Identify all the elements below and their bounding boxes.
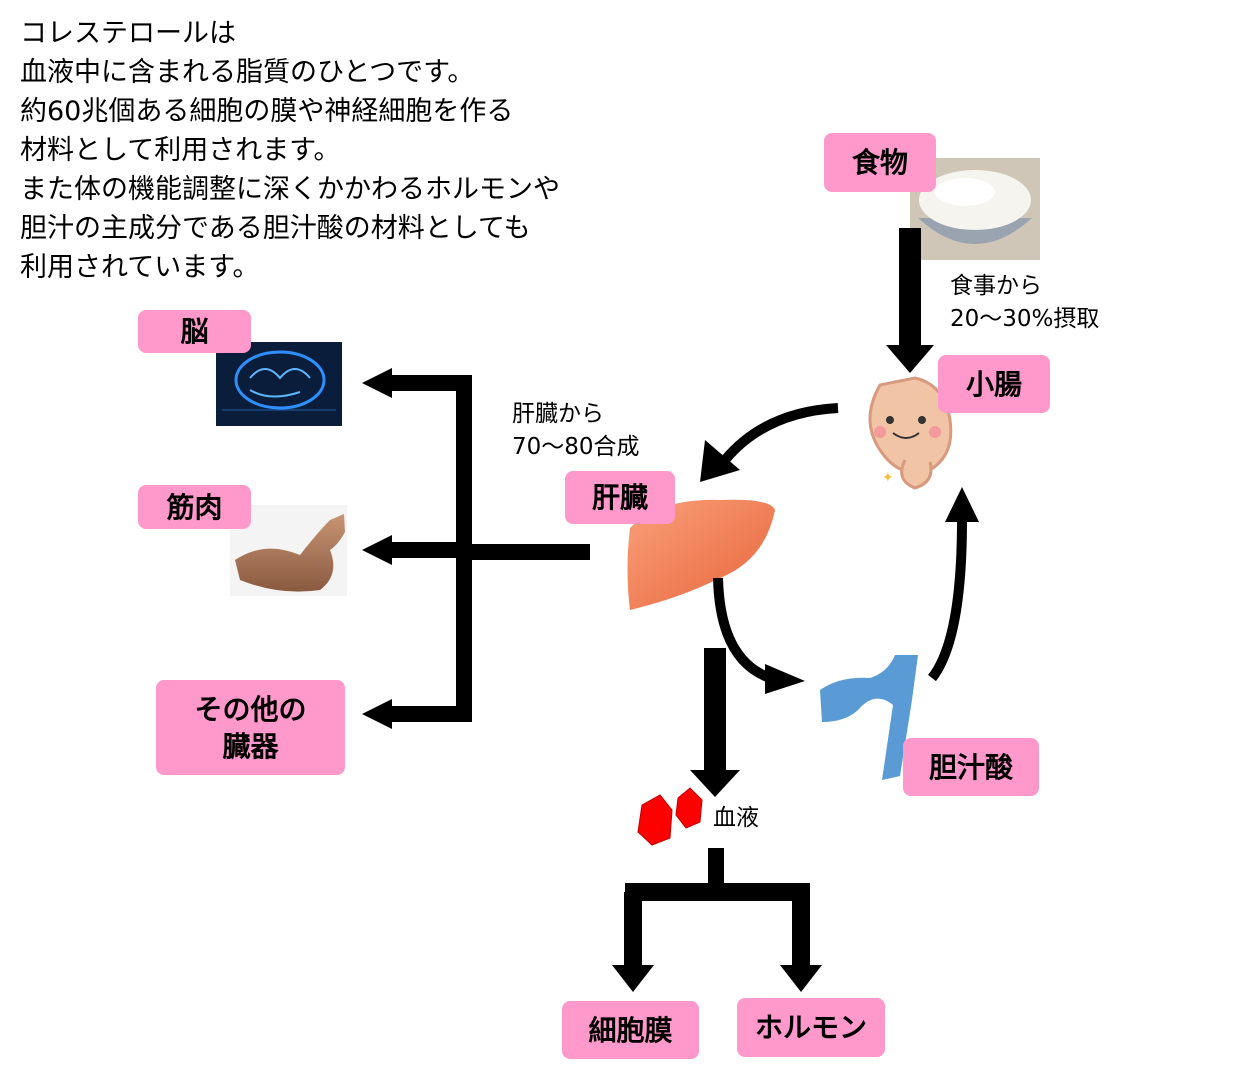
label-small-intestine: 小腸 bbox=[938, 355, 1050, 413]
svg-text:✦: ✦ bbox=[882, 470, 894, 486]
label-liver: 肝臓 bbox=[565, 471, 675, 524]
label-brain: 脳 bbox=[138, 310, 251, 353]
note-liver-synthesis: 肝臓から 70～80合成 bbox=[512, 401, 640, 460]
brain-image bbox=[216, 342, 342, 426]
label-food: 食物 bbox=[824, 133, 936, 192]
label-bile-acid: 胆汁酸 bbox=[903, 738, 1039, 796]
label-muscle: 筋肉 bbox=[138, 485, 251, 529]
liver-image bbox=[627, 499, 775, 610]
bile-acid-image bbox=[820, 655, 918, 780]
label-hormone: ホルモン bbox=[737, 998, 885, 1057]
intro-text: コレステロールは 血液中に含まれる脂質のひとつです。 約60兆個ある細胞の膜や神… bbox=[20, 18, 560, 283]
label-cell-membrane: 細胞膜 bbox=[562, 1001, 699, 1059]
blood-cells-image bbox=[637, 787, 703, 846]
note-blood: 血液 bbox=[713, 805, 759, 831]
flow-arrows bbox=[362, 228, 979, 992]
note-diet-intake: 食事から 20～30%摂取 bbox=[950, 273, 1100, 332]
label-other-organs: その他の 臓器 bbox=[156, 680, 345, 775]
small-intestine-image: ✦ ✦ bbox=[868, 369, 953, 490]
